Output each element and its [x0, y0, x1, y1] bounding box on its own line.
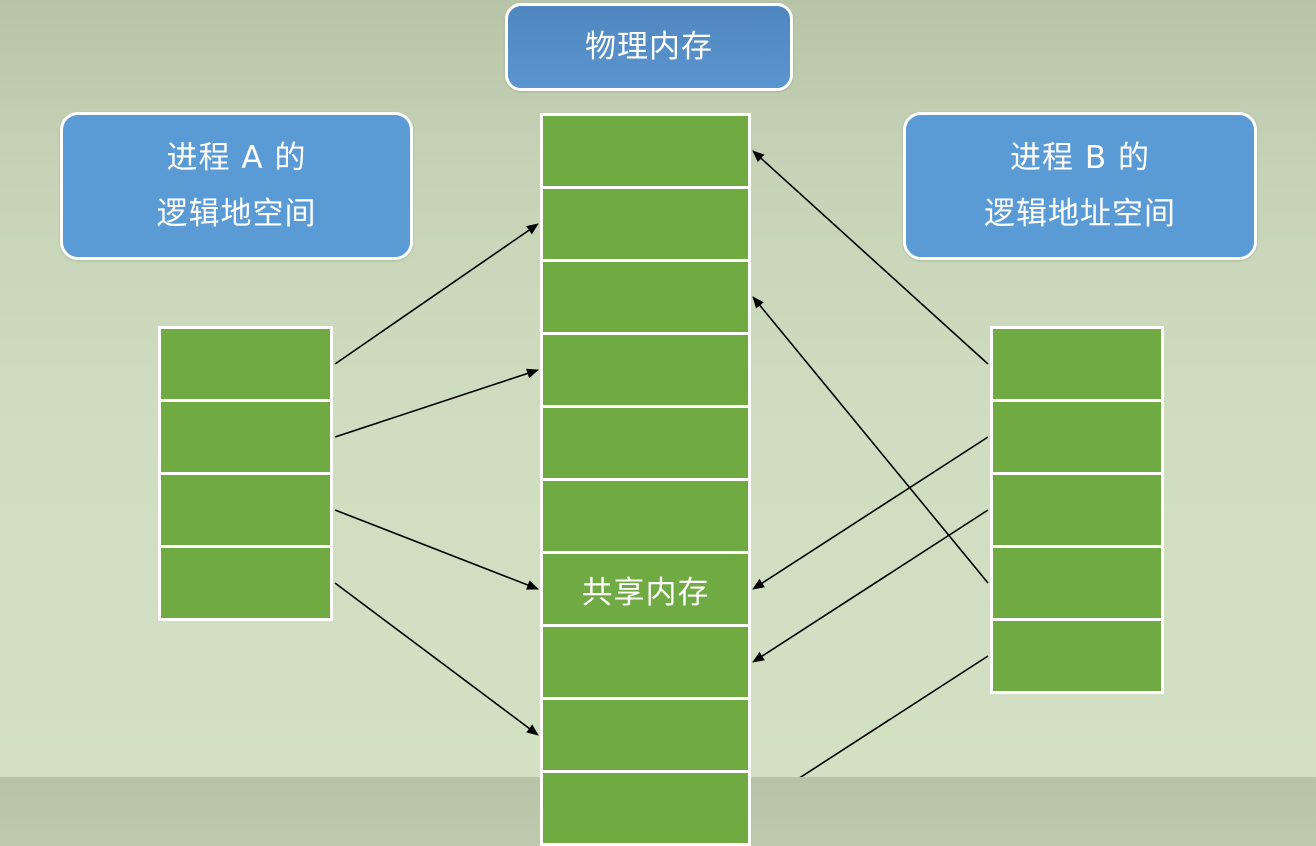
arrow-a-0: [334, 223, 539, 365]
process-a-label: 进程 A 的 逻辑地空间: [60, 112, 413, 260]
process-b-page-4: [990, 618, 1164, 694]
arrow-a-2: [334, 509, 539, 590]
process-a-title-line2: 逻辑地空间: [156, 196, 317, 232]
physical-block-4: [540, 405, 751, 481]
process-b-title-line1: 进程 B 的: [1010, 140, 1150, 176]
mapping-arrows: [334, 150, 989, 777]
process-a-page-1: [158, 399, 333, 475]
process-b-title-line2: 逻辑地址空间: [984, 196, 1176, 232]
arrow-b-3: [752, 296, 989, 584]
arrow-b-1: [752, 436, 989, 590]
process-a-page-3: [158, 545, 333, 621]
arrow-b-4: [799, 655, 989, 777]
physical-block-9: [540, 770, 751, 846]
physical-block-0: [540, 113, 751, 189]
physical-block-2: [540, 259, 751, 335]
shared-memory-label: 共享内存: [581, 574, 710, 611]
arrow-a-1: [334, 368, 539, 438]
physical-memory-title: 物理内存: [585, 29, 713, 65]
arrow-a-3: [334, 582, 539, 736]
shared-memory-block: 共享内存: [540, 551, 751, 627]
physical-block-7: [540, 624, 751, 700]
process-b-label: 进程 B 的 逻辑地址空间: [903, 112, 1257, 260]
physical-block-8: [540, 697, 751, 773]
physical-memory-label: 物理内存: [505, 3, 793, 91]
arrow-b-2: [752, 509, 989, 663]
arrow-b-0: [752, 150, 989, 365]
process-b-page-1: [990, 399, 1164, 475]
physical-block-1: [540, 186, 751, 262]
process-a-title-line1: 进程 A 的: [166, 140, 307, 176]
